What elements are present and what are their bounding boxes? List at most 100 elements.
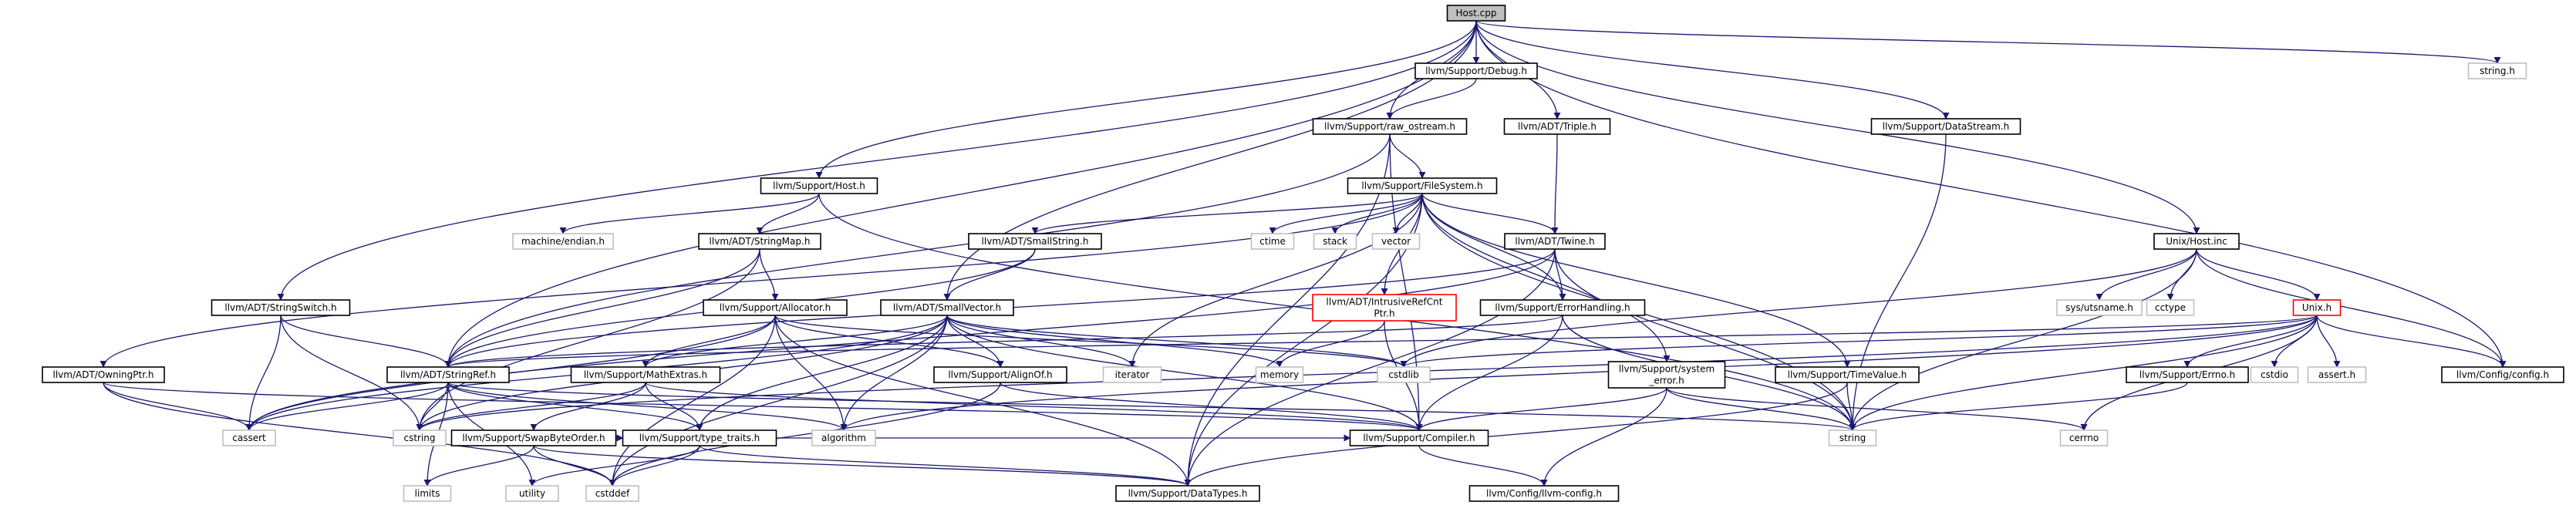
graph-node-host-cpp[interactable]: Host.cpp [1446, 5, 1506, 22]
graph-node-raw-ostream-h[interactable]: llvm/Support/raw_ostream.h [1312, 118, 1468, 135]
graph-node-cstdio[interactable]: cstdio [2250, 366, 2299, 383]
graph-edge-stringmap-h-to-stringref-h [444, 248, 760, 368]
graph-edge-unix-h-to-cstring [416, 315, 2318, 431]
graph-node-vector[interactable]: vector [1371, 233, 1421, 250]
graph-node-config-h[interactable]: llvm/Config/config.h [2441, 366, 2564, 383]
graph-node-iterator[interactable]: iterator [1102, 366, 1162, 383]
graph-node-ctime[interactable]: ctime [1250, 233, 1295, 250]
graph-node-string-h[interactable]: string.h [2467, 62, 2527, 79]
graph-node-datatypes-h[interactable]: llvm/Support/DataTypes.h [1115, 485, 1260, 502]
node-box [811, 429, 876, 446]
edge-path [444, 133, 1391, 368]
graph-node-unix-host-inc[interactable]: Unix/Host.inc [2153, 233, 2240, 250]
node-label: sys/utsname.h [2065, 302, 2133, 313]
graph-node-cctype[interactable]: cctype [2146, 299, 2195, 316]
edge-path [280, 315, 452, 368]
graph-node-sys-utsname-h[interactable]: sys/utsname.h [2056, 299, 2143, 316]
node-label: llvm/Support/FileSystem.h [1361, 180, 1482, 191]
edge-path [1389, 133, 1426, 179]
graph-node-timevalue-h[interactable]: llvm/Support/TimeValue.h [1775, 366, 1920, 383]
edge-path [1540, 387, 1667, 487]
node-box [2059, 429, 2109, 446]
graph-edge-system-error-h-to-llvm-config-h [1540, 387, 1667, 487]
graph-node-stringswitch-h[interactable]: llvm/ADT/StringSwitch.h [211, 299, 351, 316]
graph-node-string[interactable]: string [1828, 429, 1877, 446]
node-label: utility [519, 488, 545, 499]
graph-node-alignof-h[interactable]: llvm/Support/AlignOf.h [933, 366, 1067, 383]
graph-edge-owningptr-h-to-cassert [103, 382, 253, 431]
node-box [2153, 233, 2240, 250]
graph-node-debug-h[interactable]: llvm/Support/Debug.h [1414, 62, 1538, 79]
node-label: cstddef [595, 488, 630, 499]
edge-path [245, 315, 776, 431]
node-box [403, 485, 452, 502]
graph-node-smallstring-h[interactable]: llvm/ADT/SmallString.h [968, 233, 1102, 250]
graph-node-unix-h[interactable]: Unix.h [2292, 299, 2342, 316]
graph-node-errorhandling-h[interactable]: llvm/Support/ErrorHandling.h [1479, 299, 1646, 316]
edge-path [1554, 248, 1856, 431]
node-label: llvm/ADT/Twine.h [1515, 236, 1594, 247]
edge-path [2316, 315, 2341, 368]
graph-node-swapbyteorder-h[interactable]: llvm/Support/SwapByteOrder.h [450, 429, 617, 446]
graph-node-stringref-h[interactable]: llvm/ADT/StringRef.h [386, 366, 510, 383]
node-label: llvm/ADT/OwningPtr.h [53, 369, 154, 380]
graph-node-cerrno[interactable]: cerrno [2059, 429, 2109, 446]
graph-node-utility[interactable]: utility [505, 485, 559, 502]
edge-path [530, 382, 646, 431]
edge-path [528, 445, 700, 487]
graph-node-errno-h[interactable]: llvm/Support/Errno.h [2126, 366, 2249, 383]
graph-node-datastream-h[interactable]: llvm/Support/DataStream.h [1870, 118, 2021, 135]
graph-node-support-host-h[interactable]: llvm/Support/Host.h [760, 177, 878, 194]
edge-path [943, 20, 1477, 301]
graph-node-triple-h[interactable]: llvm/ADT/Triple.h [1503, 118, 1611, 135]
graph-edge-unix-h-to-stringref-h [445, 315, 2318, 368]
graph-node-owningptr-h[interactable]: llvm/ADT/OwningPtr.h [42, 366, 165, 383]
graph-node-cassert[interactable]: cassert [222, 429, 276, 446]
edge-path [1475, 20, 1950, 120]
graph-node-cstring[interactable]: cstring [393, 429, 447, 446]
node-label: llvm/Support/Host.h [773, 180, 865, 191]
edge-path [642, 315, 948, 368]
node-box [1312, 118, 1468, 135]
graph-node-assert-h[interactable]: assert.h [2307, 366, 2367, 383]
graph-edge-filesystem-h-to-ctime [1269, 193, 1423, 234]
edge-path [99, 193, 1423, 368]
edge-path [447, 382, 703, 431]
graph-edge-intrusiverefcntptr-h-to-memory [1276, 320, 1385, 368]
graph-node-machine-endian-h[interactable]: machine/endian.h [512, 233, 614, 250]
graph-node-llvm-config-h[interactable]: llvm/Config/llvm-config.h [1468, 485, 1620, 502]
node-box [1102, 366, 1162, 383]
graph-node-cstdlib[interactable]: cstdlib [1377, 366, 1431, 383]
graph-edge-mathextras-h-to-cstring [416, 382, 646, 431]
edge-path [759, 248, 779, 301]
node-label: llvm/ADT/Triple.h [1518, 121, 1597, 132]
graph-node-system-error-h[interactable]: llvm/Support/system_error.h [1607, 361, 1726, 389]
graph-node-algorithm[interactable]: algorithm [811, 429, 876, 446]
graph-node-stringmap-h[interactable]: llvm/ADT/StringMap.h [698, 233, 821, 250]
graph-node-twine-h[interactable]: llvm/ADT/Twine.h [1504, 233, 1606, 250]
graph-node-filesystem-h[interactable]: llvm/Support/FileSystem.h [1347, 177, 1498, 194]
graph-node-cstddef[interactable]: cstddef [585, 485, 639, 502]
graph-node-limits[interactable]: limits [403, 485, 452, 502]
edge-path [2183, 315, 2318, 368]
node-label: llvm/Support/TimeValue.h [1788, 369, 1907, 380]
edge-path [1551, 133, 1559, 234]
edge-path [1400, 248, 2197, 368]
graph-node-memory[interactable]: memory [1255, 366, 1304, 383]
edge-path [423, 445, 534, 487]
graph-edge-swapbyteorder-h-to-datatypes-h [533, 445, 1192, 487]
graph-node-stack[interactable]: stack [1313, 233, 1357, 250]
graph-node-allocator-h[interactable]: llvm/Support/Allocator.h [703, 299, 848, 316]
edge-path [815, 20, 1477, 179]
graph-node-smallvector-h[interactable]: llvm/ADT/SmallVector.h [880, 299, 1014, 316]
graph-edge-host-cpp-to-string-h [1475, 20, 2501, 64]
node-label: llvm/Support/SwapByteOrder.h [462, 433, 605, 443]
graph-node-mathextras-h[interactable]: llvm/Support/MathExtras.h [570, 366, 721, 383]
graph-edge-alignof-h-to-compiler-h [1000, 382, 1423, 431]
graph-node-type-traits-h[interactable]: llvm/Support/type_traits.h [622, 429, 777, 446]
edge-path [2271, 315, 2318, 368]
edge-path [1184, 382, 1848, 487]
node-box [570, 366, 721, 383]
graph-node-compiler-h[interactable]: llvm/Support/Compiler.h [1349, 429, 1489, 446]
